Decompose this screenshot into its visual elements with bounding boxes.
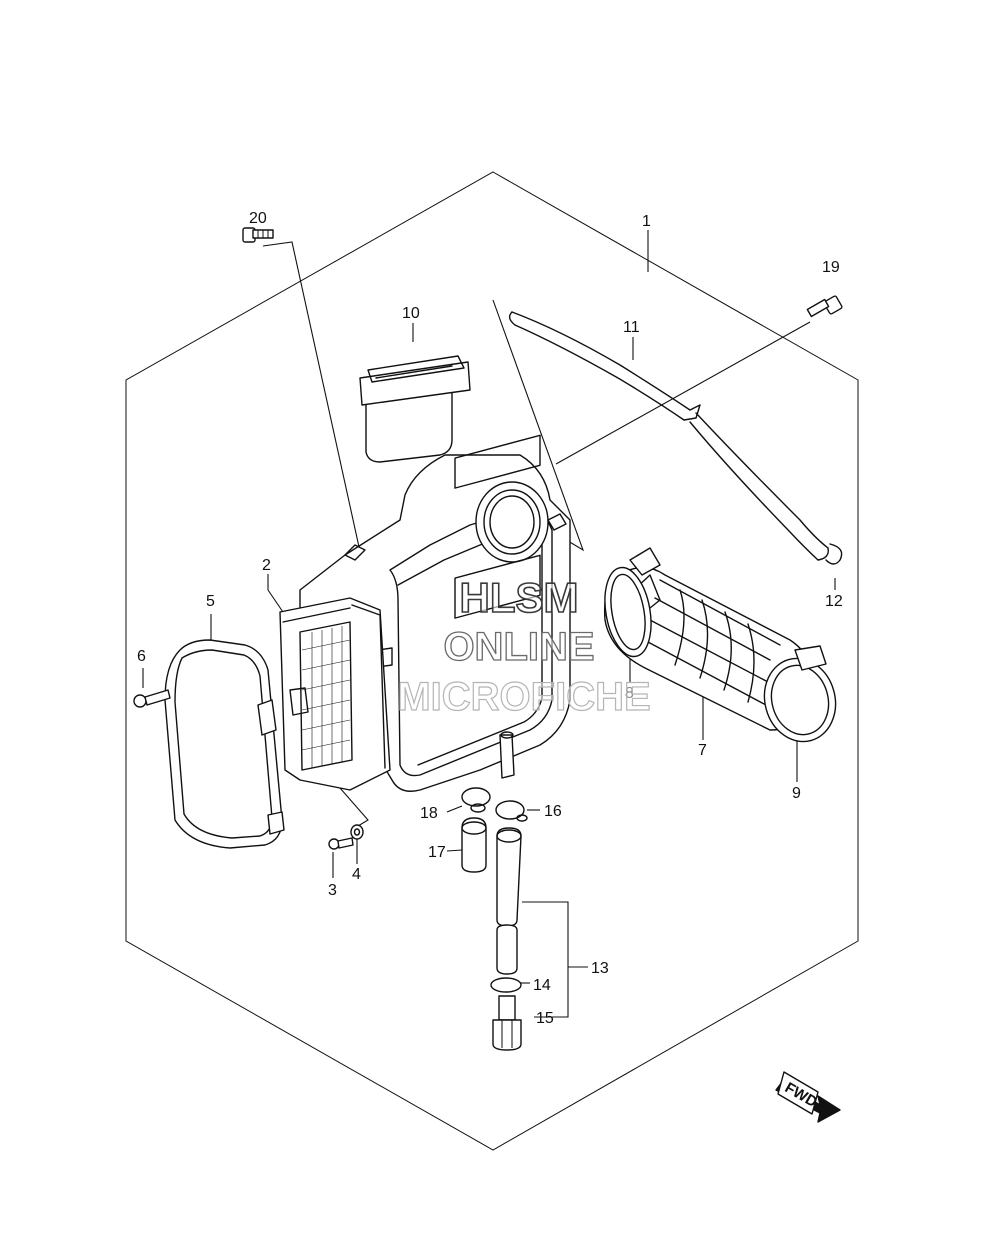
assembly-outline: [125, 171, 859, 1151]
watermark-line-3: MICROFICHE: [397, 675, 650, 719]
screw-part-6: [133, 689, 171, 708]
callout-13: 13: [591, 960, 609, 977]
callout-8: 8: [625, 685, 634, 702]
clamp-part-8: [604, 547, 661, 658]
callout-9: 9: [792, 785, 801, 802]
callout-17: 17: [428, 844, 446, 861]
drain-hose-part-13: [496, 827, 522, 975]
callout-12: 12: [825, 593, 843, 610]
callout-labels: 1 2 3 4 5 6 7 8 9 10 11 12 13 14 15 16 1…: [137, 210, 843, 1027]
callout-5: 5: [206, 593, 215, 610]
clamp-part-14: [490, 977, 522, 993]
cap-part-17: [461, 817, 487, 873]
leader-lines: [142, 230, 836, 1018]
plug-part-15: [492, 995, 522, 1051]
callout-6: 6: [137, 648, 146, 665]
duct-part-10: [359, 355, 471, 463]
callout-16: 16: [544, 803, 562, 820]
callout-2: 2: [262, 557, 271, 574]
clip-part-12: [825, 543, 843, 565]
bolt-part-20: [242, 227, 274, 243]
callout-18: 18: [420, 805, 438, 822]
callout-1: 1: [642, 213, 651, 230]
callout-7: 7: [698, 742, 707, 759]
hose-part-11: [508, 311, 829, 561]
callout-11: 11: [623, 319, 640, 336]
clamp-part-18: [461, 787, 491, 813]
washer-part-4: [350, 824, 364, 840]
forward-arrow-icon: FWD: [775, 1071, 841, 1123]
watermark: HLSM ONLINE MICROFICHE: [397, 573, 652, 719]
callout-20: 20: [249, 210, 267, 227]
filter-element-part-2: [279, 597, 391, 791]
screw-part-3: [328, 837, 354, 850]
bolt-part-19: [806, 295, 843, 318]
callout-19: 19: [822, 259, 840, 276]
callout-4: 4: [352, 866, 361, 883]
watermark-line-2: ONLINE: [443, 625, 594, 669]
callout-3: 3: [328, 882, 337, 899]
cover-part-5: [164, 639, 309, 849]
clamp-part-16: [495, 800, 528, 822]
intake-boot-part-7: [603, 567, 817, 731]
watermark-line-1: HLSM: [460, 574, 579, 621]
callout-14: 14: [533, 977, 551, 994]
clamp-part-9: [763, 645, 837, 743]
callout-15: 15: [536, 1010, 554, 1027]
callout-10: 10: [402, 305, 420, 322]
